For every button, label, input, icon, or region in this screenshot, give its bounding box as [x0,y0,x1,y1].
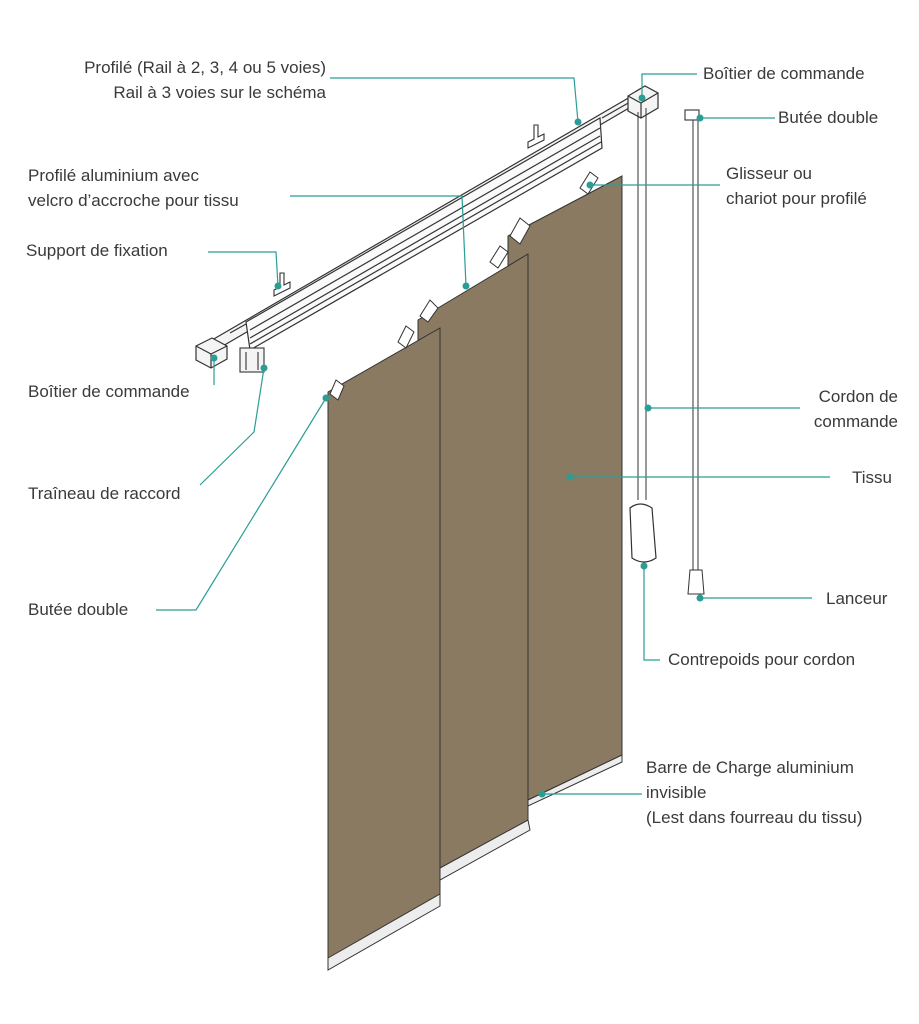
leader-dots [210,94,704,798]
label-launcher: Lanceur [826,589,888,608]
label-control-box-left: Boîtier de commande [28,382,190,401]
counterweight [629,503,657,563]
label-double-stop-left: Butée double [28,600,129,619]
fabric-panel-front [327,325,441,971]
fabric-panel-back [507,171,623,807]
control-box-top [627,85,659,119]
label-profile: Profilé (Rail à 2, 3, 4 ou 5 voies) Rail… [84,58,326,102]
control-box-left [195,337,228,369]
label-alu-profile: Profilé aluminium avec velcro d’accroche… [28,166,239,210]
label-control-box-top: Boîtier de commande [703,64,865,83]
label-bottom-bar: Barre de Charge aluminium invisible (Les… [646,758,863,827]
control-cord [637,108,647,500]
label-connector-sled: Traîneau de raccord [28,484,181,503]
label-glider: Glisseur ou chariot pour profilé [726,164,867,208]
leader-lines [156,73,830,795]
label-mount-bracket: Support de fixation [26,241,168,260]
launcher-wand [687,120,705,595]
label-control-cord: Cordon de commande [813,387,898,431]
label-double-stop-top: Butée double [778,108,879,127]
label-counterweight: Contrepoids pour cordon [668,650,856,669]
label-fabric: Tissu [852,468,892,487]
rail-profile [211,92,642,351]
